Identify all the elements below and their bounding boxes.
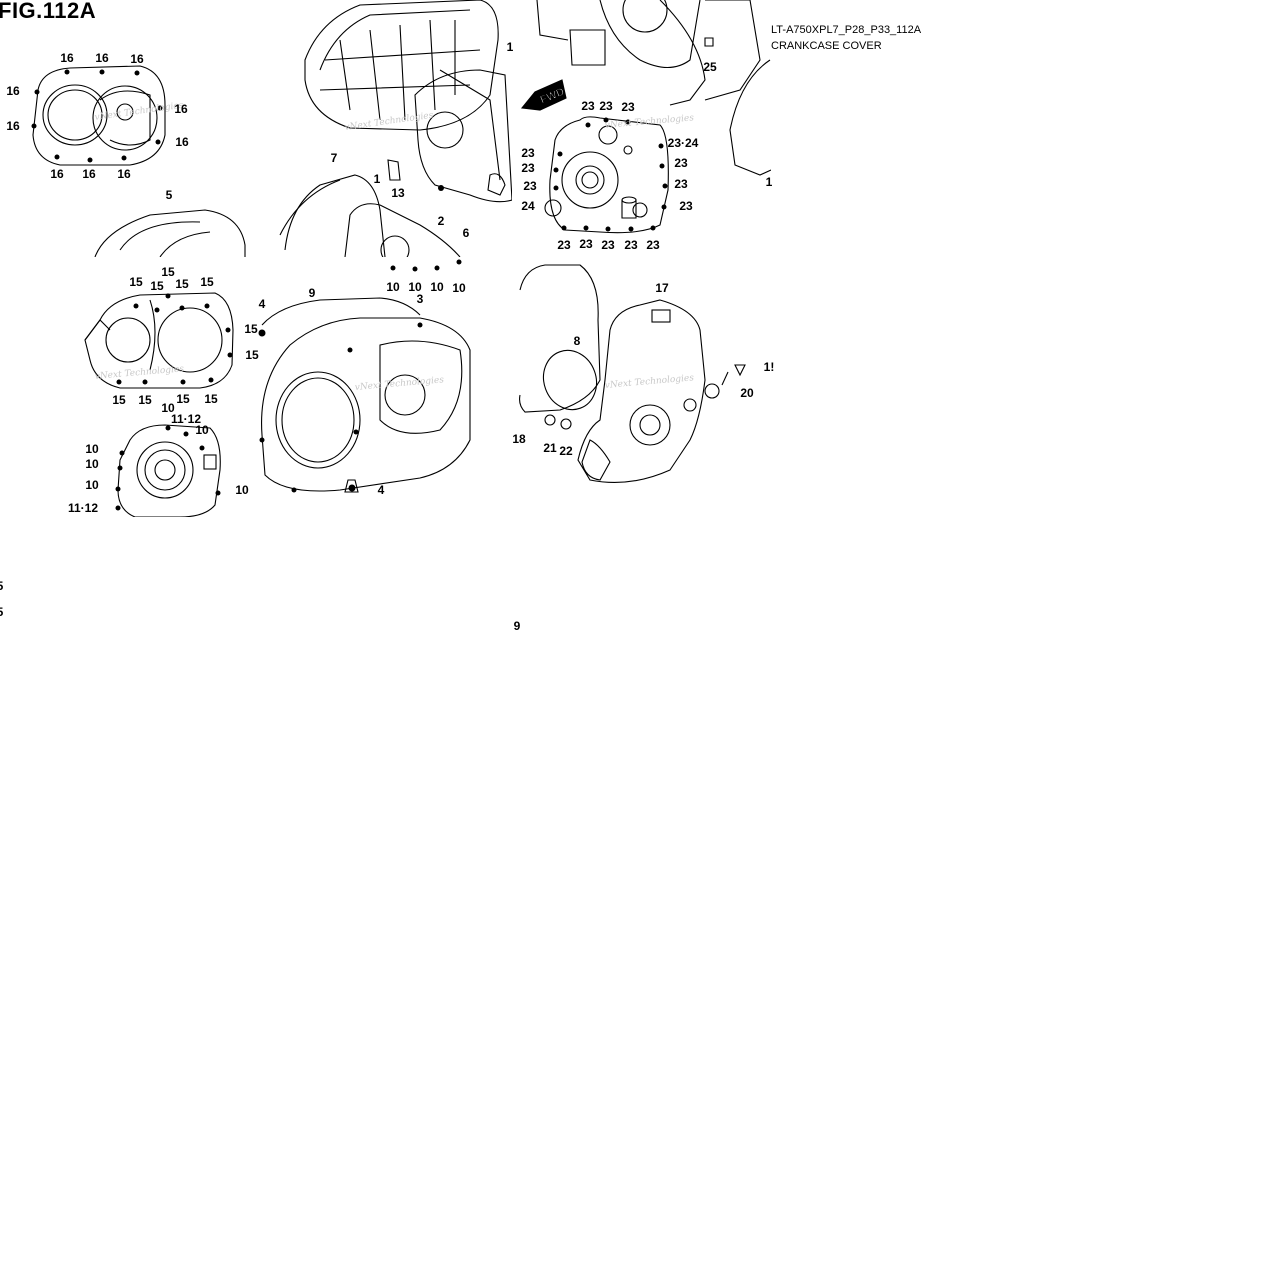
part-number-callout: 16: [95, 51, 109, 65]
part-number-callout: 16: [82, 167, 96, 181]
watermark-text: vNext Technologies: [354, 375, 444, 393]
part-number-callout: 5: [166, 188, 173, 202]
part-number-callout: 4: [378, 483, 385, 497]
part-number-callout: 10: [85, 442, 99, 456]
part-number-callout: 10: [161, 401, 175, 415]
fwd-arrow: FWD: [520, 79, 567, 111]
part-number-callout: 23: [601, 238, 615, 252]
figure-title: FIG.112A: [0, 0, 97, 23]
part-number-callout: 23: [579, 237, 593, 251]
generator-cover-assembly: [536, 0, 771, 234]
part-number-callout: 11·12: [68, 501, 98, 515]
part-number-callout: 17: [655, 281, 669, 295]
part-number-callout: 16: [6, 84, 20, 98]
part-number-callout: 16: [60, 51, 74, 65]
part-number-callout: 15: [138, 393, 152, 407]
part-number-callout: 2: [438, 214, 445, 228]
watermark-text: vNext Technologies: [604, 113, 694, 131]
part-number-callout: 10: [195, 423, 209, 437]
bolt-set-15: [116, 293, 266, 385]
part-number-callout: 15: [200, 275, 214, 289]
part-number-callout: 1: [766, 175, 773, 189]
part-number-callout: 16: [130, 52, 144, 66]
part-number-callout: 16: [117, 167, 131, 181]
part-number-callout: 15: [245, 348, 259, 362]
part-number-callout: 10: [235, 483, 249, 497]
clutch-cover-15: [84, 292, 234, 389]
part-number-callout: 15: [204, 392, 218, 406]
part-number-callout: 4: [259, 297, 266, 311]
part-number-callout: 3: [417, 292, 424, 306]
part-number-callout: 13: [391, 186, 405, 200]
part-number-callout: 22: [559, 444, 573, 458]
part-number-callout: 24: [521, 199, 535, 213]
part-number-callout: 23: [599, 99, 613, 113]
clutch-outer-cover-large: [261, 297, 471, 493]
part-number-callout: 16: [174, 102, 188, 116]
part-number-callout: 15: [175, 277, 189, 291]
watermark-text: vNext Technologies: [94, 101, 184, 123]
part-number-callout: 23: [646, 238, 660, 252]
part-number-callout: 10: [386, 280, 400, 294]
model-code: LT-A750XPL7_P28_P33_112A: [771, 24, 922, 36]
bolt-set-cover-3: [259, 322, 423, 493]
cover-assembly-center: [279, 0, 512, 257]
part-number-callout: 5: [0, 605, 4, 619]
part-number-callout: 23: [674, 177, 688, 191]
bolt-set-10-lower: [115, 425, 221, 511]
part-number-callout: 23: [521, 146, 535, 160]
generator-cover-17: [519, 264, 746, 484]
part-number-callout: 5: [0, 579, 4, 593]
part-number-callout: 23: [679, 199, 693, 213]
clutch-outer-cover: [32, 65, 246, 257]
part-number-callout: 23·24: [668, 136, 699, 150]
part-number-callout: 9: [514, 619, 521, 633]
part-number-callout: 8: [574, 334, 581, 348]
part-number-callout: 15: [112, 393, 126, 407]
part-number-callout: 11·12: [171, 412, 201, 426]
part-number-callout: 1!: [764, 360, 775, 374]
part-number-callout: 10: [408, 280, 422, 294]
part-number-callout: 23: [523, 179, 537, 193]
part-number-callout: 18: [512, 432, 526, 446]
part-number-callout: 15: [161, 265, 175, 279]
pump-cover-10: [117, 424, 221, 517]
figure-caption: LT-A750XPL7_P28_P33_112A CRANKCASE COVER: [771, 22, 921, 54]
part-number-callout: 21: [543, 441, 557, 455]
part-number-callout: 1: [507, 40, 514, 54]
part-number-callout: 16: [6, 119, 20, 133]
part-number-callout: 15: [176, 392, 190, 406]
section-name: CRANKCASE COVER: [771, 40, 882, 52]
part-number-callout: 20: [740, 386, 754, 400]
part-number-callout: 16: [175, 135, 189, 149]
part-number-callout: 1: [374, 172, 381, 186]
part-number-callout: 23: [557, 238, 571, 252]
part-number-callout: 23: [581, 99, 595, 113]
part-number-callout: 15: [129, 275, 143, 289]
part-number-callout: 10: [85, 457, 99, 471]
part-number-callout: 6: [463, 226, 470, 240]
part-number-callout: 25: [703, 60, 717, 74]
bolt-set-10-top: [390, 185, 462, 272]
part-number-callout: 10: [85, 478, 99, 492]
part-number-callout: 16: [50, 167, 64, 181]
part-number-callout: 7: [331, 151, 338, 165]
part-number-callout: 23: [624, 238, 638, 252]
part-number-callout: 15: [150, 279, 164, 293]
part-number-callout: 10: [452, 281, 466, 295]
part-number-callout: 9: [309, 286, 316, 300]
part-number-callout: 10: [430, 280, 444, 294]
part-number-callout: 23: [521, 161, 535, 175]
watermark-text: vNext Technologies: [604, 373, 694, 391]
watermark-text: vNext Technologies: [94, 364, 184, 382]
part-number-callout: 23: [674, 156, 688, 170]
bolt-set-16: [31, 69, 163, 163]
part-number-callout: 15: [244, 322, 258, 336]
bolt-set-23: [553, 117, 668, 232]
part-number-callout: 23: [621, 100, 635, 114]
